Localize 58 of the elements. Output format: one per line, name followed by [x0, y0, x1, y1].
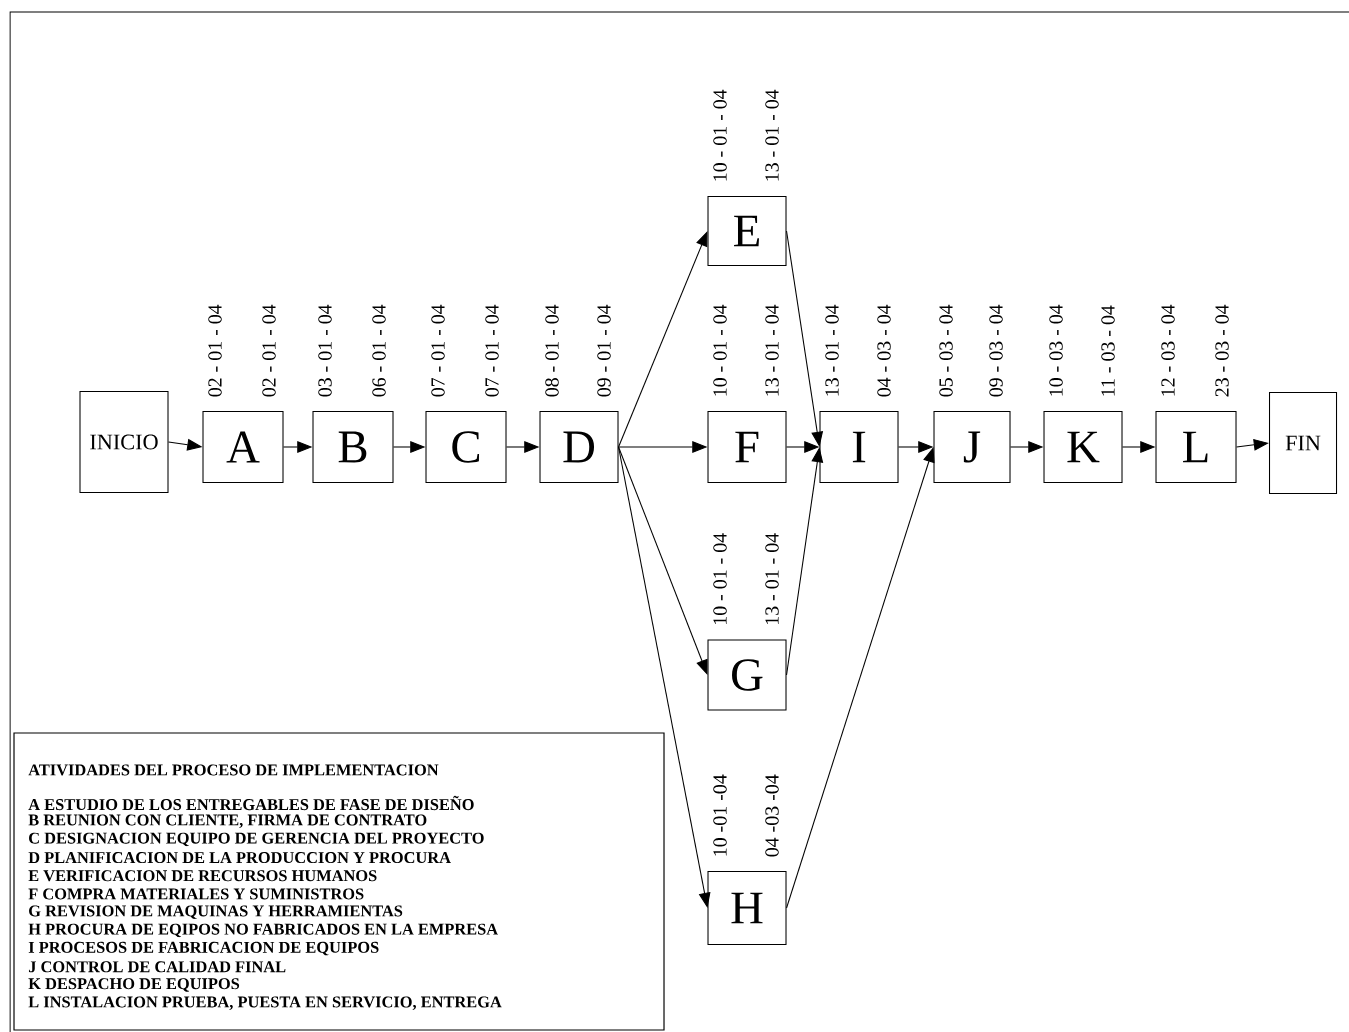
legend-text: L INSTALACION PRUEBA, PUESTA EN SERVICIO, ENTREGA: [28, 996, 502, 1010]
date-label: 05 - 03 - 04: [939, 304, 953, 397]
legend-text: ATIVIDADES DEL PROCESO DE IMPLEMENTACION: [28, 764, 439, 776]
date-label: 08 - 01 - 04: [545, 304, 559, 397]
date-label: 13 - 01 - 04: [765, 304, 779, 396]
legend-text: B REUNION CON CLIENTE, FIRMA DE CONTRATO: [28, 814, 427, 828]
activity-box: INICIO: [79, 390, 169, 493]
date-label: 10 - 01 - 04: [713, 533, 727, 624]
date-label: 09 - 03 - 04: [989, 304, 1003, 397]
activity-box: D: [539, 410, 619, 484]
date-label: 09 - 01 - 04: [597, 304, 611, 397]
arrow: [618, 446, 711, 908]
arrow: [786, 447, 824, 676]
legend-text: J CONTROL DE CALIDAD FINAL: [28, 961, 286, 973]
date-label: 10 - 01 - 04: [713, 304, 727, 396]
activity-box: K: [1043, 410, 1123, 484]
activity-box: F: [707, 410, 787, 484]
activity-box: C: [425, 410, 507, 484]
date-label: 03 - 01 - 04: [318, 304, 332, 397]
date-label: 07 - 01 - 04: [431, 304, 445, 397]
date-label: 12 - 03 - 04: [1161, 304, 1175, 396]
activity-box: G: [707, 639, 787, 711]
date-label: 10 -01 -04: [713, 774, 727, 856]
date-label: 04 - 03 - 04: [877, 304, 891, 397]
activity-box: A: [202, 410, 284, 484]
activity-box: FIN: [1269, 391, 1338, 495]
activity-box: J: [933, 410, 1011, 484]
date-label: 13 - 01 - 04: [825, 304, 839, 396]
date-label: 07 - 01 - 04: [485, 304, 499, 397]
arrow: [618, 446, 708, 675]
legend-text: A ESTUDIO DE LOS ENTREGABLES DE FASE DE DISEÑO: [28, 795, 474, 811]
date-label: 11 - 03 - 04: [1101, 305, 1115, 396]
activity-box: H: [707, 870, 787, 946]
date-label: 23 - 03 - 04: [1215, 304, 1229, 397]
date-label: 13 - 01 - 04: [765, 533, 779, 624]
date-label: 02 - 01 - 04: [208, 304, 222, 397]
legend-text: F COMPRA MATERIALES Y SUMINISTROS: [28, 888, 364, 900]
legend-text: G REVISION DE MAQUINAS Y HERRAMIENTAS: [29, 905, 403, 919]
date-label: 10 - 01 - 04: [713, 89, 727, 181]
date-label: 10 - 03 - 04: [1049, 304, 1063, 396]
activity-box: L: [1155, 410, 1237, 484]
date-label: 06 - 01 - 04: [372, 304, 386, 397]
legend-text: H PROCURA DE EQIPOS NO FABRICADOS EN LA EMPRESA: [28, 923, 498, 938]
legend-text: K DESPACHO DE EQUIPOS: [28, 978, 240, 992]
legend-text: I PROCESOS DE FABRICACION DE EQUIPOS: [28, 941, 379, 956]
legend-text: D PLANIFICACION DE LA PRODUCCION Y PROCURA: [28, 852, 451, 864]
legend-text: C DESIGNACION EQUIPO DE GERENCIA DEL PROYECTO: [29, 832, 484, 847]
date-label: 02 - 01 - 04: [262, 304, 276, 397]
activity-box: B: [312, 410, 394, 484]
arrow: [618, 231, 708, 448]
date-label: 04 -03 -04: [765, 774, 779, 857]
legend-text: E VERIFICACION DE RECURSOS HUMANOS: [28, 870, 377, 882]
activity-box: E: [707, 195, 787, 266]
activity-box: I: [819, 410, 899, 484]
arrow: [786, 447, 935, 909]
arrow: [786, 230, 824, 447]
arrow: [1236, 438, 1269, 451]
date-label: 13 - 01 - 04: [765, 89, 779, 181]
